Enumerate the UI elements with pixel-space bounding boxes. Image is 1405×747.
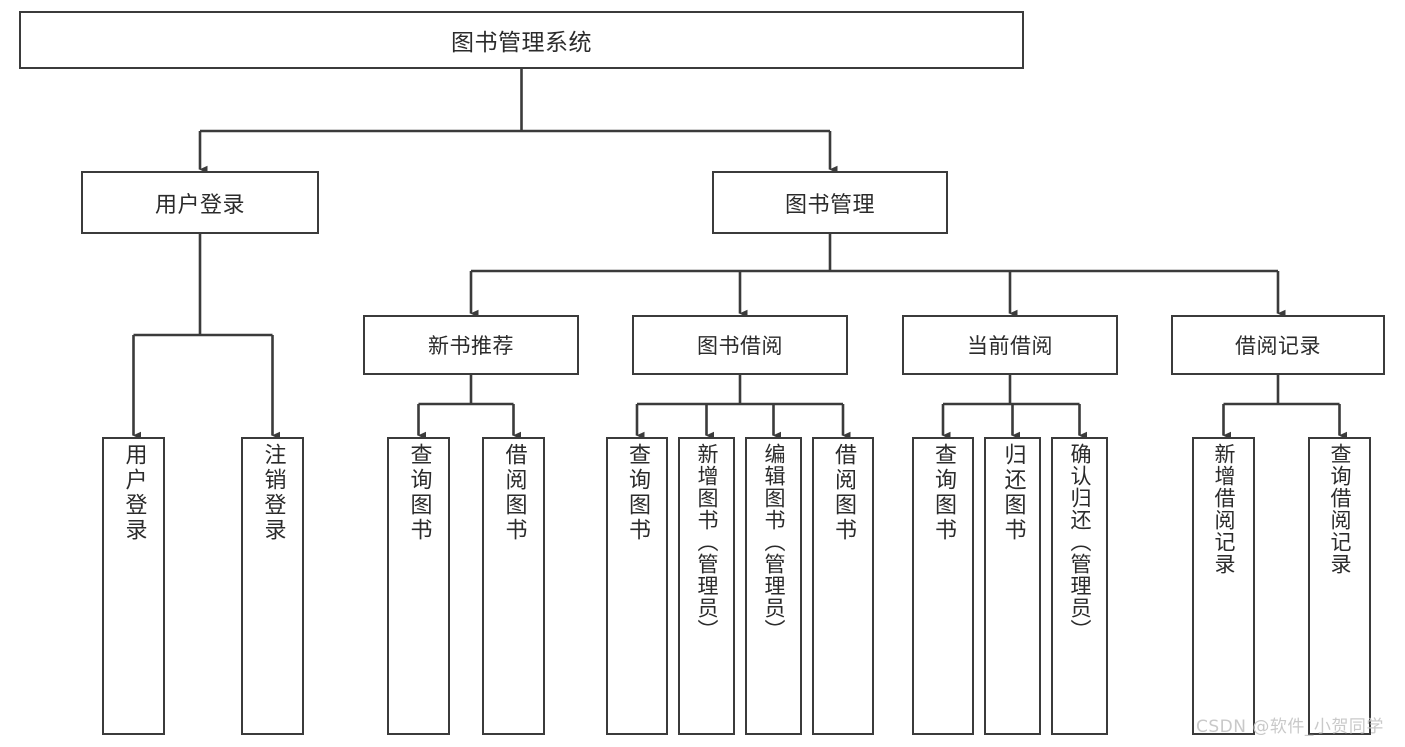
node-label: 用户登录 bbox=[121, 443, 147, 543]
node-label: 查询图书 bbox=[931, 443, 956, 543]
node-label: 注销登录 bbox=[260, 443, 286, 543]
node-leaf-confirm-return[interactable]: 确认归还（管理员） bbox=[1051, 437, 1108, 735]
node-leaf-query-book-1[interactable]: 查询图书 bbox=[387, 437, 450, 735]
node-label: 编辑图书（管理员） bbox=[762, 443, 786, 641]
node-label: 新增图书（管理员） bbox=[695, 443, 719, 641]
node-book-borrow[interactable]: 图书借阅 bbox=[632, 315, 848, 375]
node-label: 归还图书 bbox=[1000, 443, 1026, 543]
node-root-system[interactable]: 图书管理系统 bbox=[19, 11, 1024, 69]
node-label: 确认归还（管理员） bbox=[1068, 443, 1092, 641]
node-label: 新书推荐 bbox=[428, 334, 514, 358]
node-label: 图书借阅 bbox=[697, 334, 783, 358]
node-label: 新增借阅记录 bbox=[1212, 443, 1236, 575]
node-leaf-query-book-3[interactable]: 查询图书 bbox=[912, 437, 974, 735]
node-label: 当前借阅 bbox=[967, 334, 1053, 358]
node-label: 查询图书 bbox=[406, 443, 432, 543]
node-label: 用户登录 bbox=[154, 192, 245, 218]
node-leaf-return-book[interactable]: 归还图书 bbox=[984, 437, 1041, 735]
node-leaf-borrow-book-1[interactable]: 借阅图书 bbox=[482, 437, 545, 735]
node-borrow-record[interactable]: 借阅记录 bbox=[1171, 315, 1385, 375]
node-leaf-edit-book[interactable]: 编辑图书（管理员） bbox=[745, 437, 802, 735]
node-leaf-query-book-2[interactable]: 查询图书 bbox=[606, 437, 668, 735]
node-label: 借阅图书 bbox=[501, 443, 527, 543]
node-leaf-add-record[interactable]: 新增借阅记录 bbox=[1192, 437, 1255, 735]
node-label: 借阅记录 bbox=[1235, 334, 1321, 358]
connector-lines bbox=[132, 69, 1348, 440]
node-new-book-recommend[interactable]: 新书推荐 bbox=[363, 315, 579, 375]
node-book-manage[interactable]: 图书管理 bbox=[712, 171, 948, 234]
node-leaf-logout[interactable]: 注销登录 bbox=[241, 437, 304, 735]
node-label: 图书管理 bbox=[784, 192, 875, 218]
node-label: 图书管理系统 bbox=[451, 30, 592, 56]
node-leaf-add-book[interactable]: 新增图书（管理员） bbox=[678, 437, 735, 735]
node-label: 查询借阅记录 bbox=[1328, 443, 1352, 575]
node-leaf-query-record[interactable]: 查询借阅记录 bbox=[1308, 437, 1371, 735]
node-leaf-borrow-book-2[interactable]: 借阅图书 bbox=[812, 437, 874, 735]
node-leaf-user-login[interactable]: 用户登录 bbox=[102, 437, 165, 735]
node-current-borrow[interactable]: 当前借阅 bbox=[902, 315, 1118, 375]
node-label: 查询图书 bbox=[625, 443, 650, 543]
node-label: 借阅图书 bbox=[831, 443, 856, 543]
node-user-login[interactable]: 用户登录 bbox=[81, 171, 319, 234]
